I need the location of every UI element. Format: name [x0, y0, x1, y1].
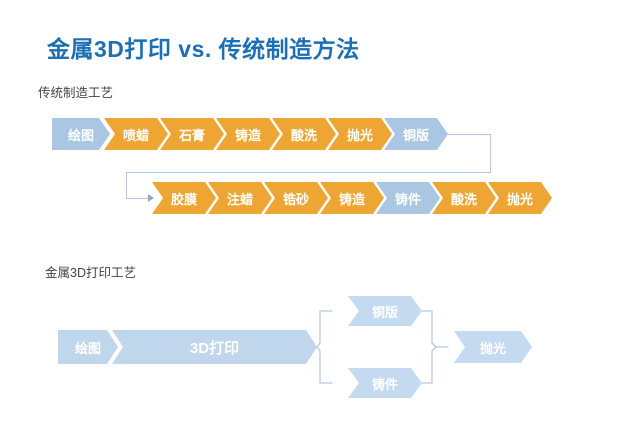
process-step-label: 锆砂	[282, 191, 309, 207]
process-step-row1-0[interactable]: 绘图	[52, 118, 110, 150]
process-step-label: 抛光	[346, 127, 373, 143]
connector-row1-down-segment	[490, 134, 491, 173]
process-step-label: 绘图	[74, 340, 101, 356]
process-step-row2-5[interactable]: 酸洗	[432, 182, 496, 214]
process-step-label: 抛光	[479, 340, 506, 356]
process-step-label: 铸造	[338, 191, 365, 207]
section-caption-metal3d: 金属3D打印工艺	[45, 266, 136, 280]
process-step-label: 铸造	[234, 127, 261, 143]
process-step-label: 铸件	[394, 191, 421, 207]
process-step-row2-2[interactable]: 锆砂	[264, 182, 328, 214]
process-step-row1-6[interactable]: 铜版	[384, 118, 448, 150]
metal3d-step-print[interactable]: 3D打印	[112, 330, 317, 364]
process-step-row1-2[interactable]: 石膏	[160, 118, 224, 150]
process-step-label: 绘图	[67, 127, 94, 143]
process-step-label: 酸洗	[450, 191, 477, 207]
branch-split-brace	[316, 307, 346, 387]
process-step-label: 铸件	[371, 376, 398, 392]
process-step-label: 石膏	[178, 127, 205, 143]
process-step-row1-5[interactable]: 抛光	[328, 118, 392, 150]
process-step-label: 胶膜	[170, 191, 197, 207]
process-step-label: 铜版	[371, 304, 398, 320]
connector-row1-right-segment	[448, 134, 491, 135]
process-step-label: 3D打印	[189, 339, 240, 357]
connector-row2-into-segment	[126, 198, 150, 199]
connector-row1-left-segment	[126, 172, 491, 173]
process-step-row2-4[interactable]: 铸件	[376, 182, 440, 214]
process-step-row2-0[interactable]: 胶膜	[152, 182, 216, 214]
process-step-label: 喷蜡	[122, 127, 149, 143]
process-step-row1-4[interactable]: 酸洗	[272, 118, 336, 150]
metal3d-branch-bottom[interactable]: 铸件	[348, 368, 422, 398]
process-step-row1-1[interactable]: 喷蜡	[104, 118, 168, 150]
process-step-label: 铜版	[402, 127, 429, 143]
process-step-label: 注蜡	[226, 191, 253, 207]
connector-row2-down-segment	[126, 172, 127, 198]
metal3d-branch-top[interactable]: 铜版	[348, 296, 422, 326]
process-step-row1-3[interactable]: 铸造	[216, 118, 280, 150]
process-step-label: 抛光	[506, 191, 533, 207]
page-title: 金属3D打印 vs. 传统制造方法	[47, 36, 360, 62]
connector-arrowhead-icon	[148, 194, 154, 202]
branch-merge-brace	[418, 307, 452, 387]
process-step-row2-3[interactable]: 铸造	[320, 182, 384, 214]
process-step-row2-1[interactable]: 注蜡	[208, 182, 272, 214]
section-caption-traditional: 传统制造工艺	[38, 86, 114, 100]
metal3d-step-start[interactable]: 绘图	[58, 330, 118, 364]
metal3d-step-final[interactable]: 抛光	[454, 331, 532, 363]
process-step-row2-6[interactable]: 抛光	[488, 182, 552, 214]
process-step-label: 酸洗	[290, 127, 317, 143]
